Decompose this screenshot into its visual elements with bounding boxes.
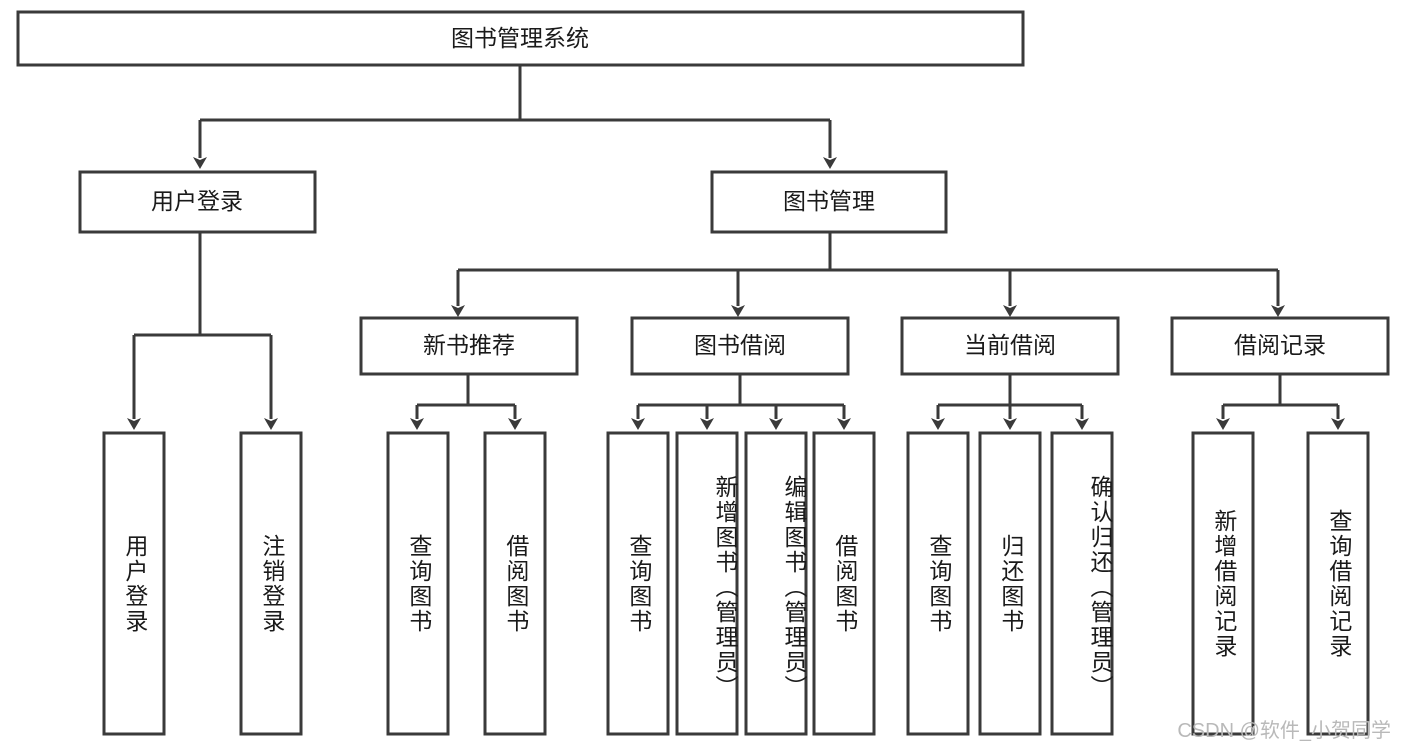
- leaf-box-record-1[interactable]: [1306, 431, 1370, 736]
- node-box-root[interactable]: [16, 10, 1025, 67]
- node-box-new-book-recommend[interactable]: [359, 316, 579, 376]
- node-box-current-borrow[interactable]: [900, 316, 1120, 376]
- node-label-user-login: 用户登录: [151, 188, 243, 214]
- leaf-box-recommend-1[interactable]: [483, 431, 547, 736]
- leaf-box-borrow-0[interactable]: [606, 431, 670, 736]
- node-box-user-login[interactable]: [78, 170, 317, 234]
- node-label-root: 图书管理系统: [451, 25, 589, 51]
- leaf-box-user-login-1[interactable]: [239, 431, 303, 736]
- leaf-box-current-0[interactable]: [906, 431, 970, 736]
- node-label-book-manage: 图书管理: [783, 188, 875, 214]
- csdn-watermark: CSDN @软件_小贺同学: [1177, 720, 1391, 742]
- leaf-box-user-login-0[interactable]: [102, 431, 166, 736]
- leaf-box-record-0[interactable]: [1191, 431, 1255, 736]
- leaf-box-borrow-1[interactable]: [675, 431, 739, 736]
- node-box-book-borrow[interactable]: [630, 316, 850, 376]
- node-label-current-borrow: 当前借阅: [964, 332, 1056, 358]
- node-box-book-manage[interactable]: [710, 170, 948, 234]
- node-label-new-book-recommend: 新书推荐: [423, 332, 515, 358]
- leaf-box-borrow-2[interactable]: [744, 431, 808, 736]
- leaf-box-borrow-3[interactable]: [812, 431, 876, 736]
- leaf-box-current-1[interactable]: [978, 431, 1042, 736]
- node-label-book-borrow: 图书借阅: [694, 332, 786, 358]
- leaf-box-recommend-0[interactable]: [386, 431, 450, 736]
- node-label-borrow-record: 借阅记录: [1234, 332, 1326, 358]
- node-box-borrow-record[interactable]: [1170, 316, 1390, 376]
- leaf-box-current-2[interactable]: [1050, 431, 1114, 736]
